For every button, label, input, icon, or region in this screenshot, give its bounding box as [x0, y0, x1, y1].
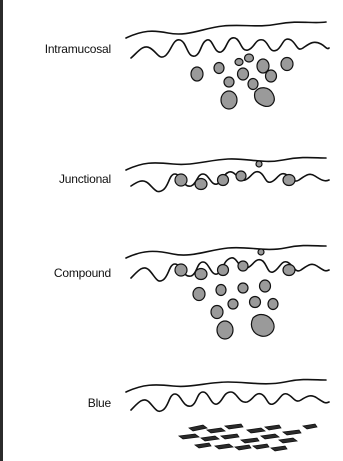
nevus-cell	[258, 249, 264, 255]
basement-membrane	[131, 38, 329, 58]
spindle-cell	[221, 434, 239, 439]
mucosal-surface	[126, 380, 326, 393]
nevus-cell	[281, 58, 293, 71]
spindle-cell	[247, 428, 265, 433]
intramucosal-diagram	[3, 0, 343, 115]
nevus-cell	[214, 63, 224, 74]
dermal-spindle-cells	[179, 424, 317, 451]
spindle-cell	[225, 424, 243, 429]
nevus-cell	[218, 265, 229, 276]
mucosal-surface	[126, 158, 326, 171]
nevus-cell	[217, 321, 233, 339]
nevus-cell	[235, 59, 243, 66]
spindle-cell	[207, 428, 225, 433]
nevus-cell	[211, 306, 223, 319]
spindle-cell	[303, 424, 317, 429]
spindle-cell	[195, 443, 211, 448]
nevus-cell	[238, 283, 248, 293]
panel-junctional: Junctional	[3, 150, 343, 210]
nevus-cell	[238, 261, 248, 271]
panel-blue: Blue	[3, 370, 343, 461]
figure-sheet: Intramucosal Junctional	[3, 0, 343, 461]
nevus-cell	[250, 297, 261, 308]
spindle-cell	[241, 438, 259, 443]
panel-intramucosal: Intramucosal	[3, 0, 343, 115]
nevus-cell	[195, 179, 207, 190]
nevus-cell	[191, 67, 203, 81]
basement-membrane	[131, 258, 329, 281]
spindle-cell	[261, 434, 279, 439]
nevus-cell	[224, 77, 234, 87]
spindle-cell	[235, 445, 251, 450]
junctional-diagram	[3, 150, 343, 210]
nevus-cell	[175, 264, 187, 276]
spindle-cell	[215, 444, 233, 449]
basement-membrane	[131, 172, 329, 192]
nevus-cell	[283, 175, 295, 186]
nevus-cell	[283, 265, 295, 276]
spindle-cell	[179, 434, 199, 439]
nevus-cell	[251, 315, 274, 337]
nevus-cell	[175, 174, 187, 186]
mucosal-surface	[126, 246, 326, 259]
nevus-cell	[228, 299, 238, 309]
spindle-cell	[201, 436, 219, 441]
nevus-cell	[195, 269, 207, 280]
nevus-cell	[266, 70, 277, 82]
blue-diagram	[3, 370, 343, 461]
compound-diagram	[3, 238, 343, 348]
mucosal-surface	[126, 22, 326, 38]
spindle-cell	[271, 446, 287, 451]
nevus-cell	[268, 299, 278, 310]
nevus-cell	[218, 175, 229, 186]
spindle-cell	[253, 444, 269, 449]
spindle-cell	[189, 425, 207, 431]
nevus-cell	[221, 91, 237, 109]
nevus-cell	[255, 88, 275, 107]
spindle-cell	[279, 438, 297, 443]
nevus-cell	[248, 79, 258, 90]
spindle-cell	[265, 425, 281, 430]
spindle-cell	[283, 430, 301, 435]
nevus-cell	[238, 68, 249, 80]
nevus-cell	[256, 161, 262, 167]
nevus-cell	[236, 171, 246, 181]
panel-compound: Compound	[3, 238, 343, 348]
nevus-cell	[216, 285, 226, 296]
nevus-cell	[260, 280, 271, 292]
basement-membrane	[131, 392, 329, 411]
nevus-cell	[193, 288, 205, 301]
nevus-cell	[245, 54, 254, 62]
